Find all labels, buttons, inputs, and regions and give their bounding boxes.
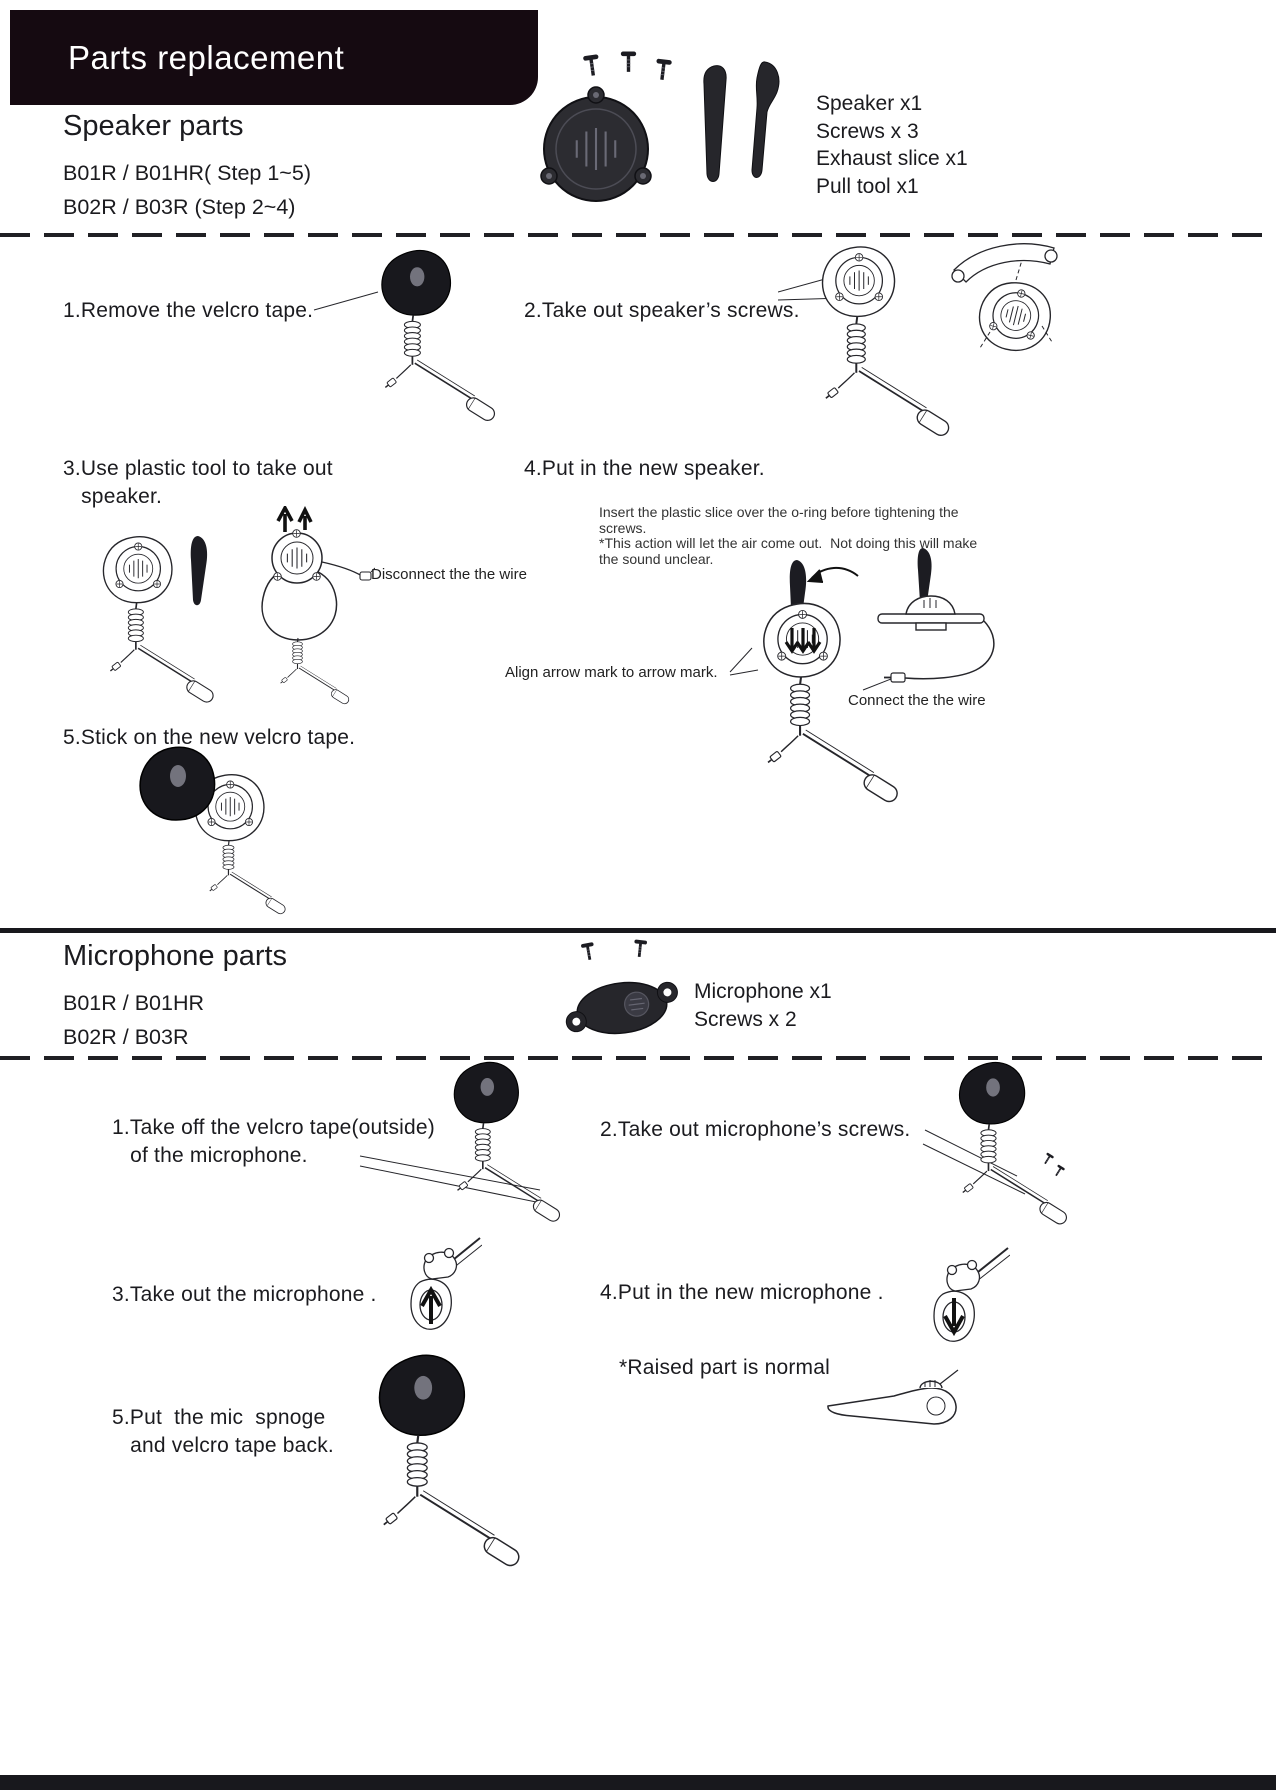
footer-bar bbox=[0, 1775, 1276, 1790]
microphone-parts-list: Microphone x1 Screws x 2 bbox=[694, 978, 832, 1034]
curved-arrow-icon bbox=[806, 567, 859, 583]
raised-part-note: *Raised part is normal bbox=[619, 1356, 830, 1379]
speaker-step5-label: 5.Stick on the new velcro tape. bbox=[63, 726, 356, 749]
speaker-step4-label: 4.Put in the new speaker. bbox=[524, 457, 765, 480]
pull-tool-icon bbox=[751, 61, 780, 178]
speaker-side-view bbox=[877, 595, 985, 631]
helmet-clamp-icon bbox=[951, 243, 1058, 283]
speaker-parts-item: Speaker x1 bbox=[816, 92, 923, 115]
speaker-step2-illustration bbox=[778, 243, 1098, 440]
speaker-pad-tilted-icon bbox=[973, 275, 1058, 358]
pull-out-arrow-icon bbox=[420, 1285, 442, 1324]
title-banner: Parts replacement bbox=[10, 10, 538, 105]
insert-slice-note: Insert the plastic slice over the o-ring… bbox=[599, 504, 978, 567]
swivel-arm-icon bbox=[827, 1387, 957, 1425]
speaker-step3-label: 3.Use plastic tool to take out speaker. bbox=[63, 457, 333, 509]
speaker-step5-illustration bbox=[139, 746, 288, 917]
mic-step1-label: 1.Take off the velcro tape(outside) of t… bbox=[112, 1116, 435, 1168]
microphone-part-icon bbox=[565, 981, 678, 1035]
leader-lines bbox=[359, 1155, 547, 1205]
microphone-parts-item: Microphone x1 bbox=[694, 980, 832, 1003]
dashed-divider-2 bbox=[0, 1056, 1276, 1060]
lift-arrows-icon bbox=[276, 506, 313, 532]
mic-step5-label: 5.Put the mic spnoge and velcro tape bac… bbox=[112, 1406, 334, 1458]
mic-holder-icon bbox=[410, 1247, 458, 1330]
mic-step2-illustration bbox=[922, 1060, 1100, 1235]
microphone-parts-illustration bbox=[565, 938, 678, 1035]
screw-out-dashes bbox=[979, 259, 1053, 349]
wire-connector-icon bbox=[884, 672, 906, 683]
page-title: Parts replacement bbox=[68, 38, 345, 76]
section-divider bbox=[0, 928, 1276, 933]
speaker-step1-illustration bbox=[313, 248, 527, 433]
dashed-divider-1 bbox=[0, 233, 1276, 237]
headset-assembly-icon bbox=[454, 1062, 562, 1223]
align-arrows-note: Align arrow mark to arrow mark. bbox=[505, 664, 718, 681]
pivot-detail bbox=[926, 1396, 946, 1416]
cable-and-mic-icon bbox=[822, 316, 953, 440]
speaker-step3-illustration bbox=[72, 506, 375, 706]
speaker-model-line-1: B01R / B01HR( Step 1~5) bbox=[63, 161, 311, 185]
plastic-tool-icon bbox=[190, 536, 208, 606]
cable-and-mic-icon bbox=[107, 602, 217, 706]
mic-step5-illustration bbox=[315, 1350, 550, 1585]
speaker-step2-label: 2.Take out speaker’s screws. bbox=[524, 299, 800, 322]
microphone-model-line-2: B02R / B03R bbox=[63, 1025, 189, 1049]
raised-bump-icon bbox=[919, 1380, 943, 1389]
leader-line bbox=[313, 291, 379, 311]
speaker-models: B01R / B01HR( Step 1~5) B02R / B03R (Ste… bbox=[63, 156, 311, 224]
mic-step3-label: 3.Take out the microphone . bbox=[112, 1283, 377, 1306]
exhaust-slice-icon bbox=[703, 65, 727, 182]
boom-arm bbox=[976, 1254, 1010, 1282]
speaker-wire bbox=[321, 561, 363, 577]
connect-wire-note: Connect the the wire bbox=[848, 692, 986, 709]
boom-arm bbox=[972, 1247, 1009, 1277]
bump-ridges bbox=[924, 1380, 936, 1387]
speaker-part-icon bbox=[540, 86, 652, 202]
speaker-parts-item: Screws x 3 bbox=[816, 119, 919, 143]
microphone-heading: Microphone parts bbox=[63, 940, 288, 972]
cable-and-mic-icon bbox=[278, 637, 351, 706]
mic-step3-illustration bbox=[410, 1237, 482, 1330]
speaker-model-line-2: B02R / B03R (Step 2~4) bbox=[63, 195, 296, 219]
mic-step4-illustration bbox=[933, 1247, 1010, 1342]
speaker-step1-label: 1.Remove the velcro tape. bbox=[63, 299, 314, 322]
speaker-wire bbox=[904, 620, 995, 680]
mic-step1-illustration bbox=[359, 1060, 608, 1232]
headset-assembly-icon bbox=[382, 251, 497, 423]
speaker-step4-illustration bbox=[729, 548, 995, 806]
speaker-parts-item: Exhaust slice x1 bbox=[816, 147, 968, 170]
mic-step2-label: 2.Take out microphone’s screws. bbox=[600, 1118, 911, 1141]
speaker-back-icon bbox=[823, 247, 895, 316]
microphone-model-line-1: B01R / B01HR bbox=[63, 991, 205, 1015]
disconnect-wire-note: Disconnect the the wire bbox=[371, 566, 527, 583]
connect-leader-line bbox=[862, 678, 892, 691]
press-down-arrows-icon bbox=[784, 628, 822, 654]
mic-screws-icon bbox=[579, 938, 649, 963]
mic-step4-label: 4.Put in the new microphone . bbox=[600, 1281, 884, 1304]
speaker-parts-list: Speaker x1 Screws x 3 Exhaust slice x1 P… bbox=[816, 90, 968, 200]
headset-assembly-icon bbox=[379, 1355, 521, 1568]
cable-and-mic-icon bbox=[207, 840, 288, 917]
loose-screws-icon bbox=[1040, 1151, 1067, 1179]
boom-arm bbox=[939, 1369, 959, 1385]
push-in-arrow-icon bbox=[943, 1298, 965, 1337]
speaker-heading: Speaker parts bbox=[63, 110, 244, 142]
wire-connector-icon bbox=[359, 571, 372, 581]
raised-part-illustration bbox=[827, 1369, 959, 1425]
microphone-models: B01R / B01HR B02R / B03R bbox=[63, 986, 204, 1054]
speaker-parts-illustration bbox=[540, 49, 780, 202]
screws-icon bbox=[581, 49, 674, 83]
leader-lines bbox=[922, 1129, 1026, 1195]
speaker-unit-icon bbox=[271, 529, 323, 584]
microphone-parts-item: Screws x 2 bbox=[694, 1008, 797, 1031]
headset-assembly-icon bbox=[959, 1062, 1068, 1226]
velcro-pad-hole bbox=[170, 765, 186, 787]
speaker-mount-icon bbox=[103, 537, 172, 603]
speaker-parts-item: Pull tool x1 bbox=[816, 174, 919, 198]
exhaust-slice-tool-icon bbox=[917, 548, 932, 607]
cable-and-mic-icon bbox=[764, 675, 902, 806]
align-leader-lines bbox=[729, 647, 759, 676]
leader-line bbox=[370, 567, 375, 573]
